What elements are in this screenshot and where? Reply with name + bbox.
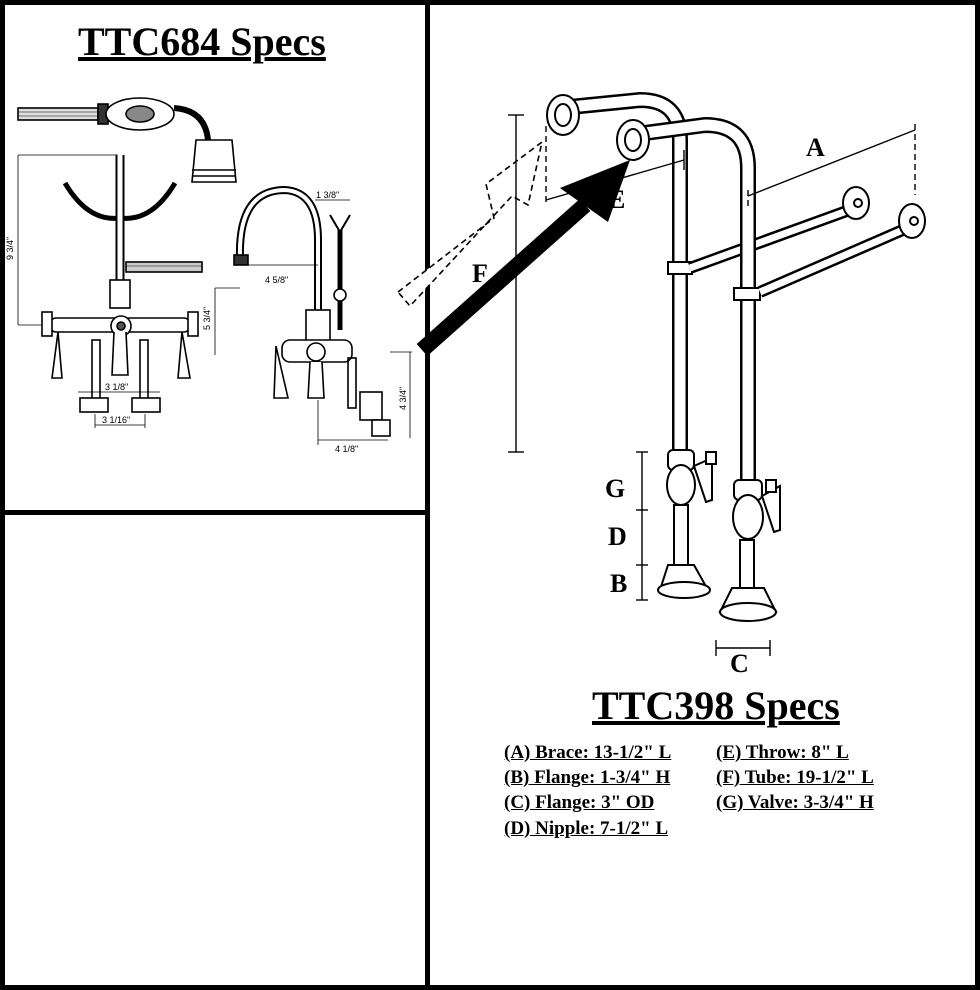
ttc398-title: TTC398 Specs — [592, 683, 840, 728]
spec-c: (C) Flange: 3" OD — [504, 792, 655, 813]
spec-a: (A) Brace: 13-1/2" L — [504, 742, 672, 763]
vertical-divider — [425, 0, 430, 990]
dim-1-3-8: 1 3/8" — [316, 190, 339, 200]
spec-f: (F) Tube: 19-1/2" L — [716, 767, 874, 788]
dim-5-3-4: 5 3/4" — [202, 307, 212, 330]
horizontal-divider — [0, 510, 428, 515]
faucet-diagram: 9 3/4" 3 1/8" 3 1/16" 4 5/8" 5 3/4" 1 3/… — [5, 97, 412, 454]
dim-3-1-8: 3 1/8" — [105, 382, 128, 392]
ttc684-title: TTC684 Specs — [78, 19, 326, 64]
dim-9-3-4: 9 3/4" — [5, 237, 15, 260]
dim-3-1-16: 3 1/16" — [102, 415, 130, 425]
dim-4-3-4: 4 3/4" — [398, 387, 408, 410]
hose-shape — [17, 107, 99, 121]
spec-e: (E) Throw: 8" L — [716, 742, 849, 763]
spec-b: (B) Flange: 1-3/4" H — [504, 767, 671, 788]
dim-4-1-8: 4 1/8" — [335, 444, 358, 454]
spec-g: (G) Valve: 3-3/4" H — [716, 792, 874, 813]
dim-4-5-8: 4 5/8" — [265, 275, 288, 285]
spec-d: (D) Nipple: 7-1/2" L — [504, 818, 669, 839]
